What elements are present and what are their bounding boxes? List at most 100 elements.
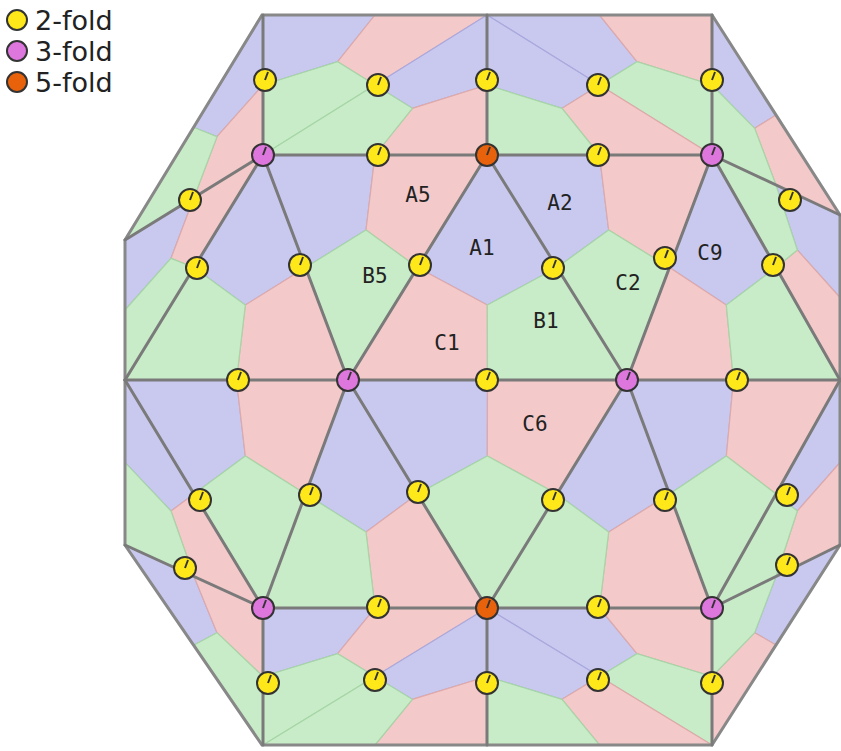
marker-disc bbox=[587, 144, 609, 166]
legend-swatch bbox=[6, 9, 28, 31]
marker-hand bbox=[238, 372, 241, 380]
marker-disc bbox=[701, 144, 723, 166]
marker-hand bbox=[598, 672, 601, 680]
symmetry-marker bbox=[542, 489, 564, 511]
marker-disc bbox=[779, 189, 801, 211]
protein-subunit bbox=[171, 155, 263, 268]
subunit-label: A1 bbox=[469, 238, 494, 259]
marker-hand bbox=[665, 492, 668, 500]
marker-hand bbox=[787, 557, 790, 565]
legend-row: 2-fold bbox=[6, 5, 113, 35]
symmetry-marker bbox=[542, 257, 564, 279]
marker-hand bbox=[310, 487, 313, 495]
marker-disc bbox=[174, 557, 196, 579]
symmetry-marker bbox=[367, 74, 389, 96]
subunit-label: C2 bbox=[615, 273, 640, 294]
marker-hand bbox=[737, 372, 740, 380]
marker-disc bbox=[701, 597, 723, 619]
marker-hand bbox=[375, 672, 378, 680]
marker-disc bbox=[409, 254, 431, 276]
subunit-label: A5 bbox=[405, 185, 430, 206]
symmetry-marker bbox=[337, 369, 359, 391]
subunit-label: C9 bbox=[697, 243, 722, 264]
symmetry-marker bbox=[476, 597, 498, 619]
marker-disc bbox=[776, 554, 798, 576]
marker-hand bbox=[712, 147, 715, 155]
marker-hand bbox=[712, 72, 715, 80]
protein-subunit bbox=[263, 677, 412, 746]
symmetry-marker bbox=[186, 257, 208, 279]
marker-disc bbox=[367, 74, 389, 96]
symmetry-marker bbox=[587, 596, 609, 618]
marker-hand bbox=[487, 72, 490, 80]
symmetry-marker bbox=[476, 144, 498, 166]
marker-disc bbox=[701, 672, 723, 694]
subunit-label: B1 bbox=[533, 311, 558, 332]
marker-disc bbox=[337, 369, 359, 391]
marker-disc bbox=[587, 669, 609, 691]
symmetry-marker bbox=[252, 597, 274, 619]
symmetry-marker bbox=[701, 672, 723, 694]
protein-subunit bbox=[487, 677, 600, 746]
symmetry-marker bbox=[762, 254, 784, 276]
marker-hand bbox=[263, 147, 266, 155]
marker-disc bbox=[654, 489, 676, 511]
symmetry-marker bbox=[367, 596, 389, 618]
legend-row: 5-fold bbox=[6, 67, 113, 97]
marker-hand bbox=[268, 675, 271, 683]
marker-disc bbox=[476, 597, 498, 619]
marker-disc bbox=[227, 369, 249, 391]
protein-subunit bbox=[194, 633, 263, 745]
protein-subunit bbox=[487, 85, 600, 155]
marker-hand bbox=[712, 600, 715, 608]
marker-disc bbox=[364, 669, 386, 691]
marker-disc bbox=[616, 369, 638, 391]
marker-hand bbox=[300, 257, 303, 265]
symmetry-marker bbox=[476, 672, 498, 694]
legend-text: 2-fold bbox=[35, 7, 113, 34]
protein-subunit bbox=[627, 268, 734, 381]
marker-hand bbox=[773, 257, 776, 265]
symmetry-marker bbox=[476, 69, 498, 91]
symmetry-marker bbox=[299, 484, 321, 506]
marker-disc bbox=[289, 254, 311, 276]
symmetry-marker bbox=[587, 144, 609, 166]
marker-disc bbox=[762, 254, 784, 276]
marker-hand bbox=[265, 72, 268, 80]
marker-disc bbox=[367, 596, 389, 618]
marker-disc bbox=[179, 189, 201, 211]
legend-text: 5-fold bbox=[35, 69, 113, 96]
marker-hand bbox=[378, 147, 381, 155]
marker-disc bbox=[254, 69, 276, 91]
marker-hand bbox=[487, 675, 490, 683]
subunit-label: B5 bbox=[362, 266, 387, 287]
marker-disc bbox=[476, 672, 498, 694]
protein-subunit bbox=[263, 85, 412, 155]
symmetry-marker bbox=[257, 672, 279, 694]
marker-hand bbox=[790, 192, 793, 200]
marker-disc bbox=[252, 597, 274, 619]
marker-hand bbox=[263, 600, 266, 608]
marker-hand bbox=[598, 77, 601, 85]
symmetry-marker bbox=[726, 369, 748, 391]
marker-disc bbox=[542, 257, 564, 279]
protein-subunit bbox=[712, 494, 797, 608]
symmetry-marker bbox=[776, 554, 798, 576]
symmetry-marker bbox=[252, 144, 274, 166]
marker-disc bbox=[476, 369, 498, 391]
marker-disc bbox=[587, 74, 609, 96]
marker-hand bbox=[418, 484, 421, 492]
marker-disc bbox=[252, 144, 274, 166]
marker-disc bbox=[654, 247, 676, 269]
symmetry-marker bbox=[174, 557, 196, 579]
marker-disc bbox=[701, 69, 723, 91]
marker-hand bbox=[712, 675, 715, 683]
symmetry-marker bbox=[364, 669, 386, 691]
marker-disc bbox=[476, 69, 498, 91]
marker-hand bbox=[487, 372, 490, 380]
symmetry-marker bbox=[654, 247, 676, 269]
symmetry-marker bbox=[587, 669, 609, 691]
marker-disc bbox=[776, 484, 798, 506]
marker-hand bbox=[627, 372, 630, 380]
